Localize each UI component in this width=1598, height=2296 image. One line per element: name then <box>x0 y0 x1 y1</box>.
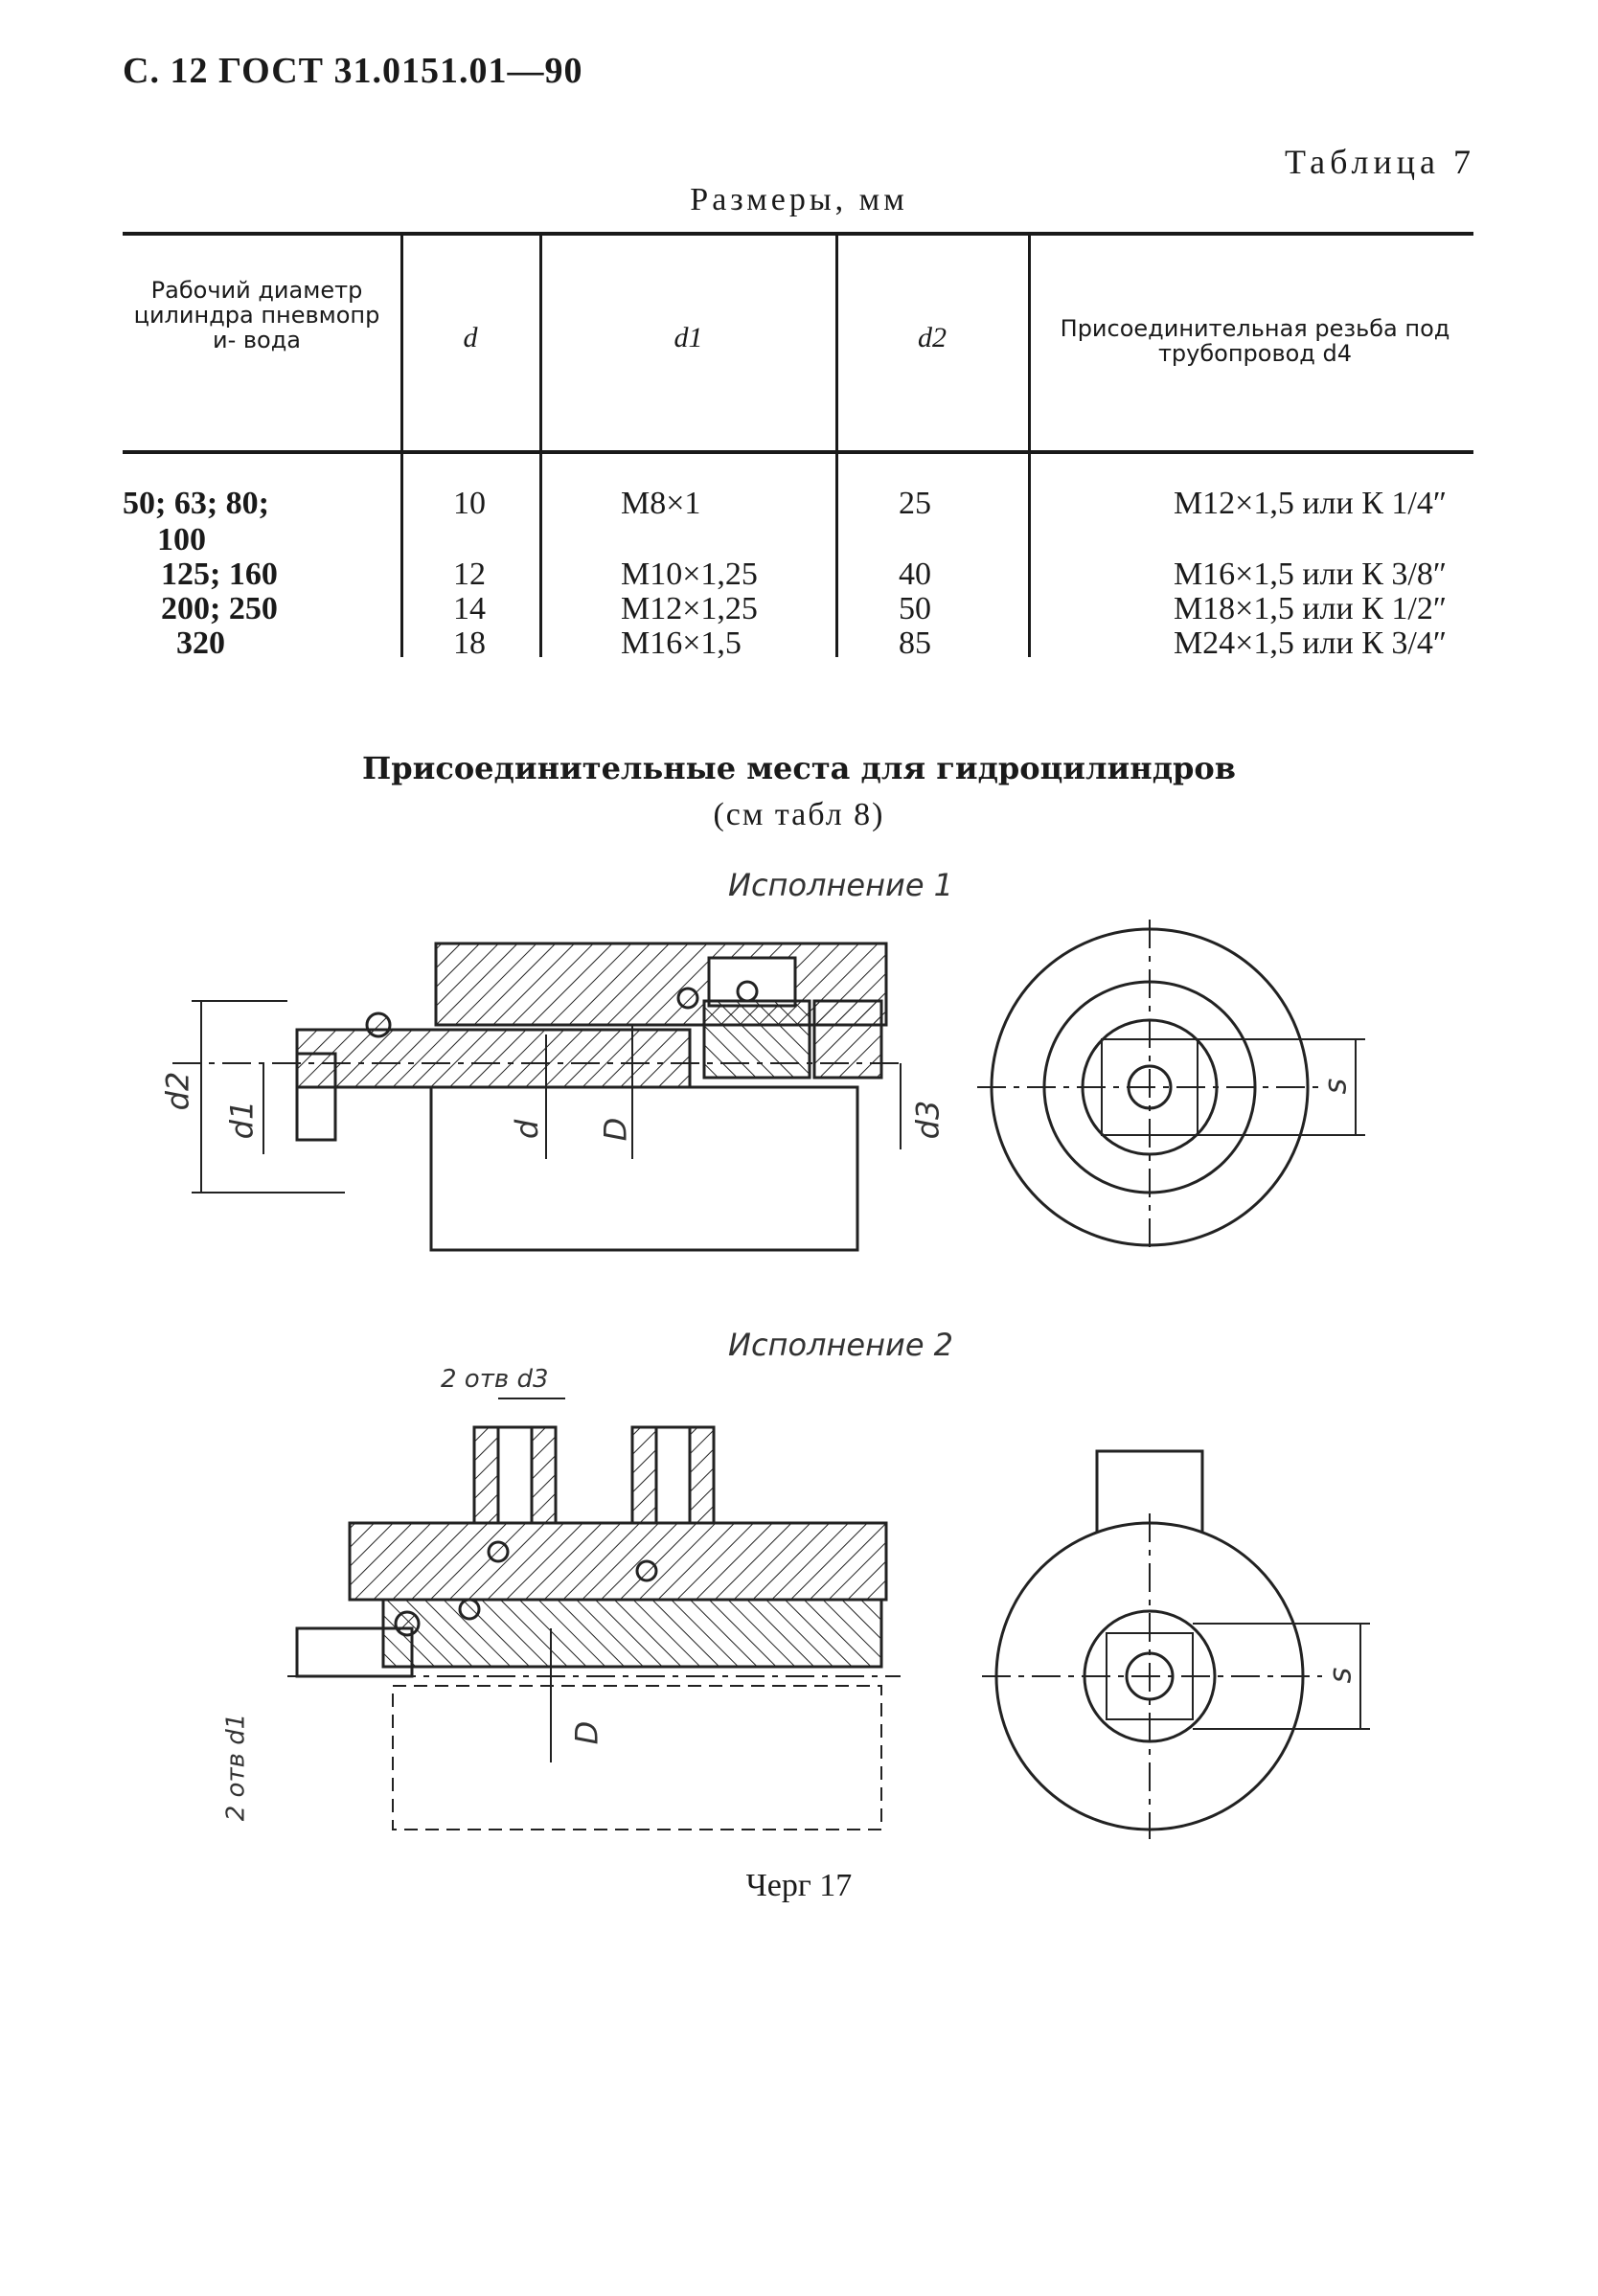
col-header-d: d <box>402 324 538 352</box>
cell-d: 10 <box>453 486 486 521</box>
col-header-d2: d2 <box>838 324 1026 352</box>
cell-d4: M18×1,5 или К 1/2″ <box>1173 591 1447 626</box>
page-header: С. 12 ГОСТ 31.0151.01—90 <box>123 51 583 91</box>
label-holes-d1: 2 отв d1 <box>221 1713 251 1822</box>
label-D: D <box>597 1117 634 1142</box>
cell-diameter: 320 <box>176 625 225 661</box>
label-d2: d2 <box>159 1071 196 1111</box>
col-header-d4: Присоединительная резьба под трубопровод… <box>1060 315 1450 367</box>
table-header-rule <box>123 450 1473 454</box>
label-d3: d3 <box>909 1100 947 1140</box>
drawing1-end-view <box>977 920 1365 1255</box>
label-D2: D <box>568 1720 605 1745</box>
oring <box>365 1012 392 1038</box>
oring <box>394 1610 421 1637</box>
cell-d4: M12×1,5 или К 1/4″ <box>1173 486 1447 521</box>
rod-gland <box>381 1598 883 1669</box>
cell-d1: M16×1,5 <box>621 625 742 661</box>
cell-d2: 25 <box>899 486 931 521</box>
col-header-d2-label: d2 <box>918 322 947 353</box>
label-holes-d3: 2 отв d3 <box>441 1365 549 1394</box>
cell-diameter-cont: 100 <box>157 522 206 557</box>
figure-caption: Черг 17 <box>745 1868 853 1903</box>
cell-d4: M16×1,5 или К 3/8″ <box>1173 557 1447 592</box>
cell-diameter: 125; 160 <box>161 557 278 592</box>
cell-d1: M12×1,25 <box>621 591 758 626</box>
drawing2-caption: Исполнение 2 <box>728 1327 954 1363</box>
table-number: Таблица 7 <box>1285 143 1475 181</box>
section-ref: (см табл 8) <box>713 797 885 832</box>
drawing2-end-view <box>982 1449 1370 1839</box>
drawing1-section-view <box>172 942 905 1252</box>
table-subtitle: Размеры, мм <box>690 182 908 217</box>
port-bore-left <box>496 1425 534 1525</box>
oring <box>487 1540 510 1563</box>
rod-section <box>295 1028 692 1089</box>
oring <box>458 1598 481 1621</box>
col-header-d-label: d <box>463 322 478 353</box>
barrel-hidden <box>392 1685 882 1830</box>
cell-d2: 50 <box>899 591 931 626</box>
cell-d4: M24×1,5 или К 3/4″ <box>1173 625 1447 661</box>
oring <box>635 1559 658 1582</box>
cell-d1: M8×1 <box>621 486 701 521</box>
column-divider <box>835 236 838 657</box>
label-s: s <box>1316 1078 1354 1095</box>
section-title: Присоединительные места для гидроцилиндр… <box>362 750 1236 786</box>
label-d1: d1 <box>223 1100 261 1140</box>
cylinder-head-body <box>434 942 888 1027</box>
cell-d2: 40 <box>899 557 931 592</box>
column-divider <box>1028 236 1031 657</box>
port-bore-right <box>654 1425 692 1525</box>
rod-end <box>295 1052 337 1142</box>
piston-section <box>702 999 811 1080</box>
end-cap-section <box>812 999 883 1080</box>
oring <box>736 980 759 1003</box>
col-header-diameter: Рабочий диаметр цилиндра пневмопр и- вод… <box>133 277 380 353</box>
cell-d1: M10×1,25 <box>621 557 758 592</box>
head-body <box>348 1521 888 1602</box>
oring <box>676 987 699 1010</box>
table-top-rule <box>123 232 1473 236</box>
column-divider <box>539 236 542 657</box>
cell-d2: 85 <box>899 625 931 661</box>
col-header-d1: d1 <box>542 324 834 352</box>
cell-diameter: 200; 250 <box>161 591 278 626</box>
barrel-outline <box>429 1085 859 1252</box>
label-d: d <box>509 1119 546 1140</box>
cell-d: 14 <box>453 591 486 626</box>
column-divider <box>400 236 403 657</box>
cell-diameter: 50; 63; 80; <box>123 486 269 521</box>
cell-d: 18 <box>453 625 486 661</box>
drawing1-caption: Исполнение 1 <box>728 867 954 903</box>
drawing2-section-view <box>287 1398 901 1830</box>
label-s2: s <box>1321 1667 1358 1684</box>
cell-d: 12 <box>453 557 486 592</box>
col-header-d1-label: d1 <box>673 322 703 353</box>
